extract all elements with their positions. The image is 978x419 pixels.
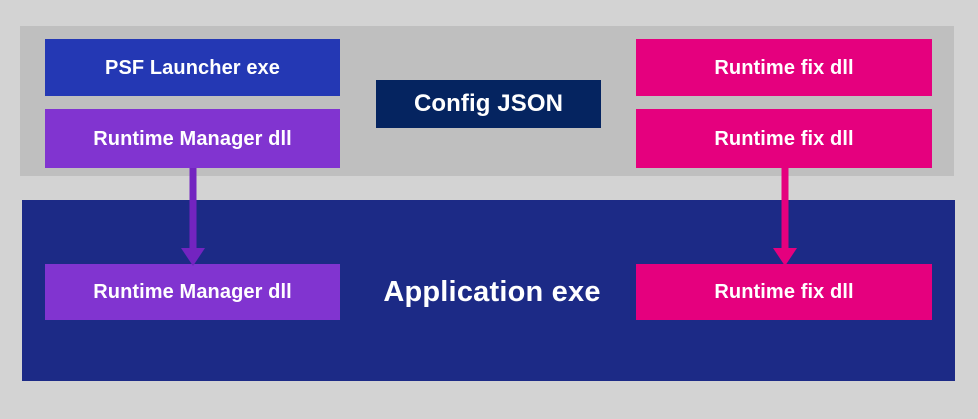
config-json-box[interactable]: Config JSON <box>376 80 601 128</box>
application-exe-label: Application exe <box>383 275 601 308</box>
runtime-manager-dll-box-process[interactable]: Runtime Manager dll <box>45 264 340 320</box>
psf-launcher-exe-box[interactable]: PSF Launcher exe <box>45 39 340 96</box>
runtime-fix-dll-box-process[interactable]: Runtime fix dll <box>636 264 932 320</box>
runtime-fix-dll-box-package-1[interactable]: Runtime fix dll <box>636 39 932 96</box>
package-container: PSF Launcher exe Runtime Manager dll Con… <box>20 26 954 176</box>
runtime-fix-dll-box-package-2[interactable]: Runtime fix dll <box>636 109 932 168</box>
process-container: Runtime Manager dll Application exe Runt… <box>22 200 955 381</box>
runtime-manager-dll-box-package[interactable]: Runtime Manager dll <box>45 109 340 168</box>
